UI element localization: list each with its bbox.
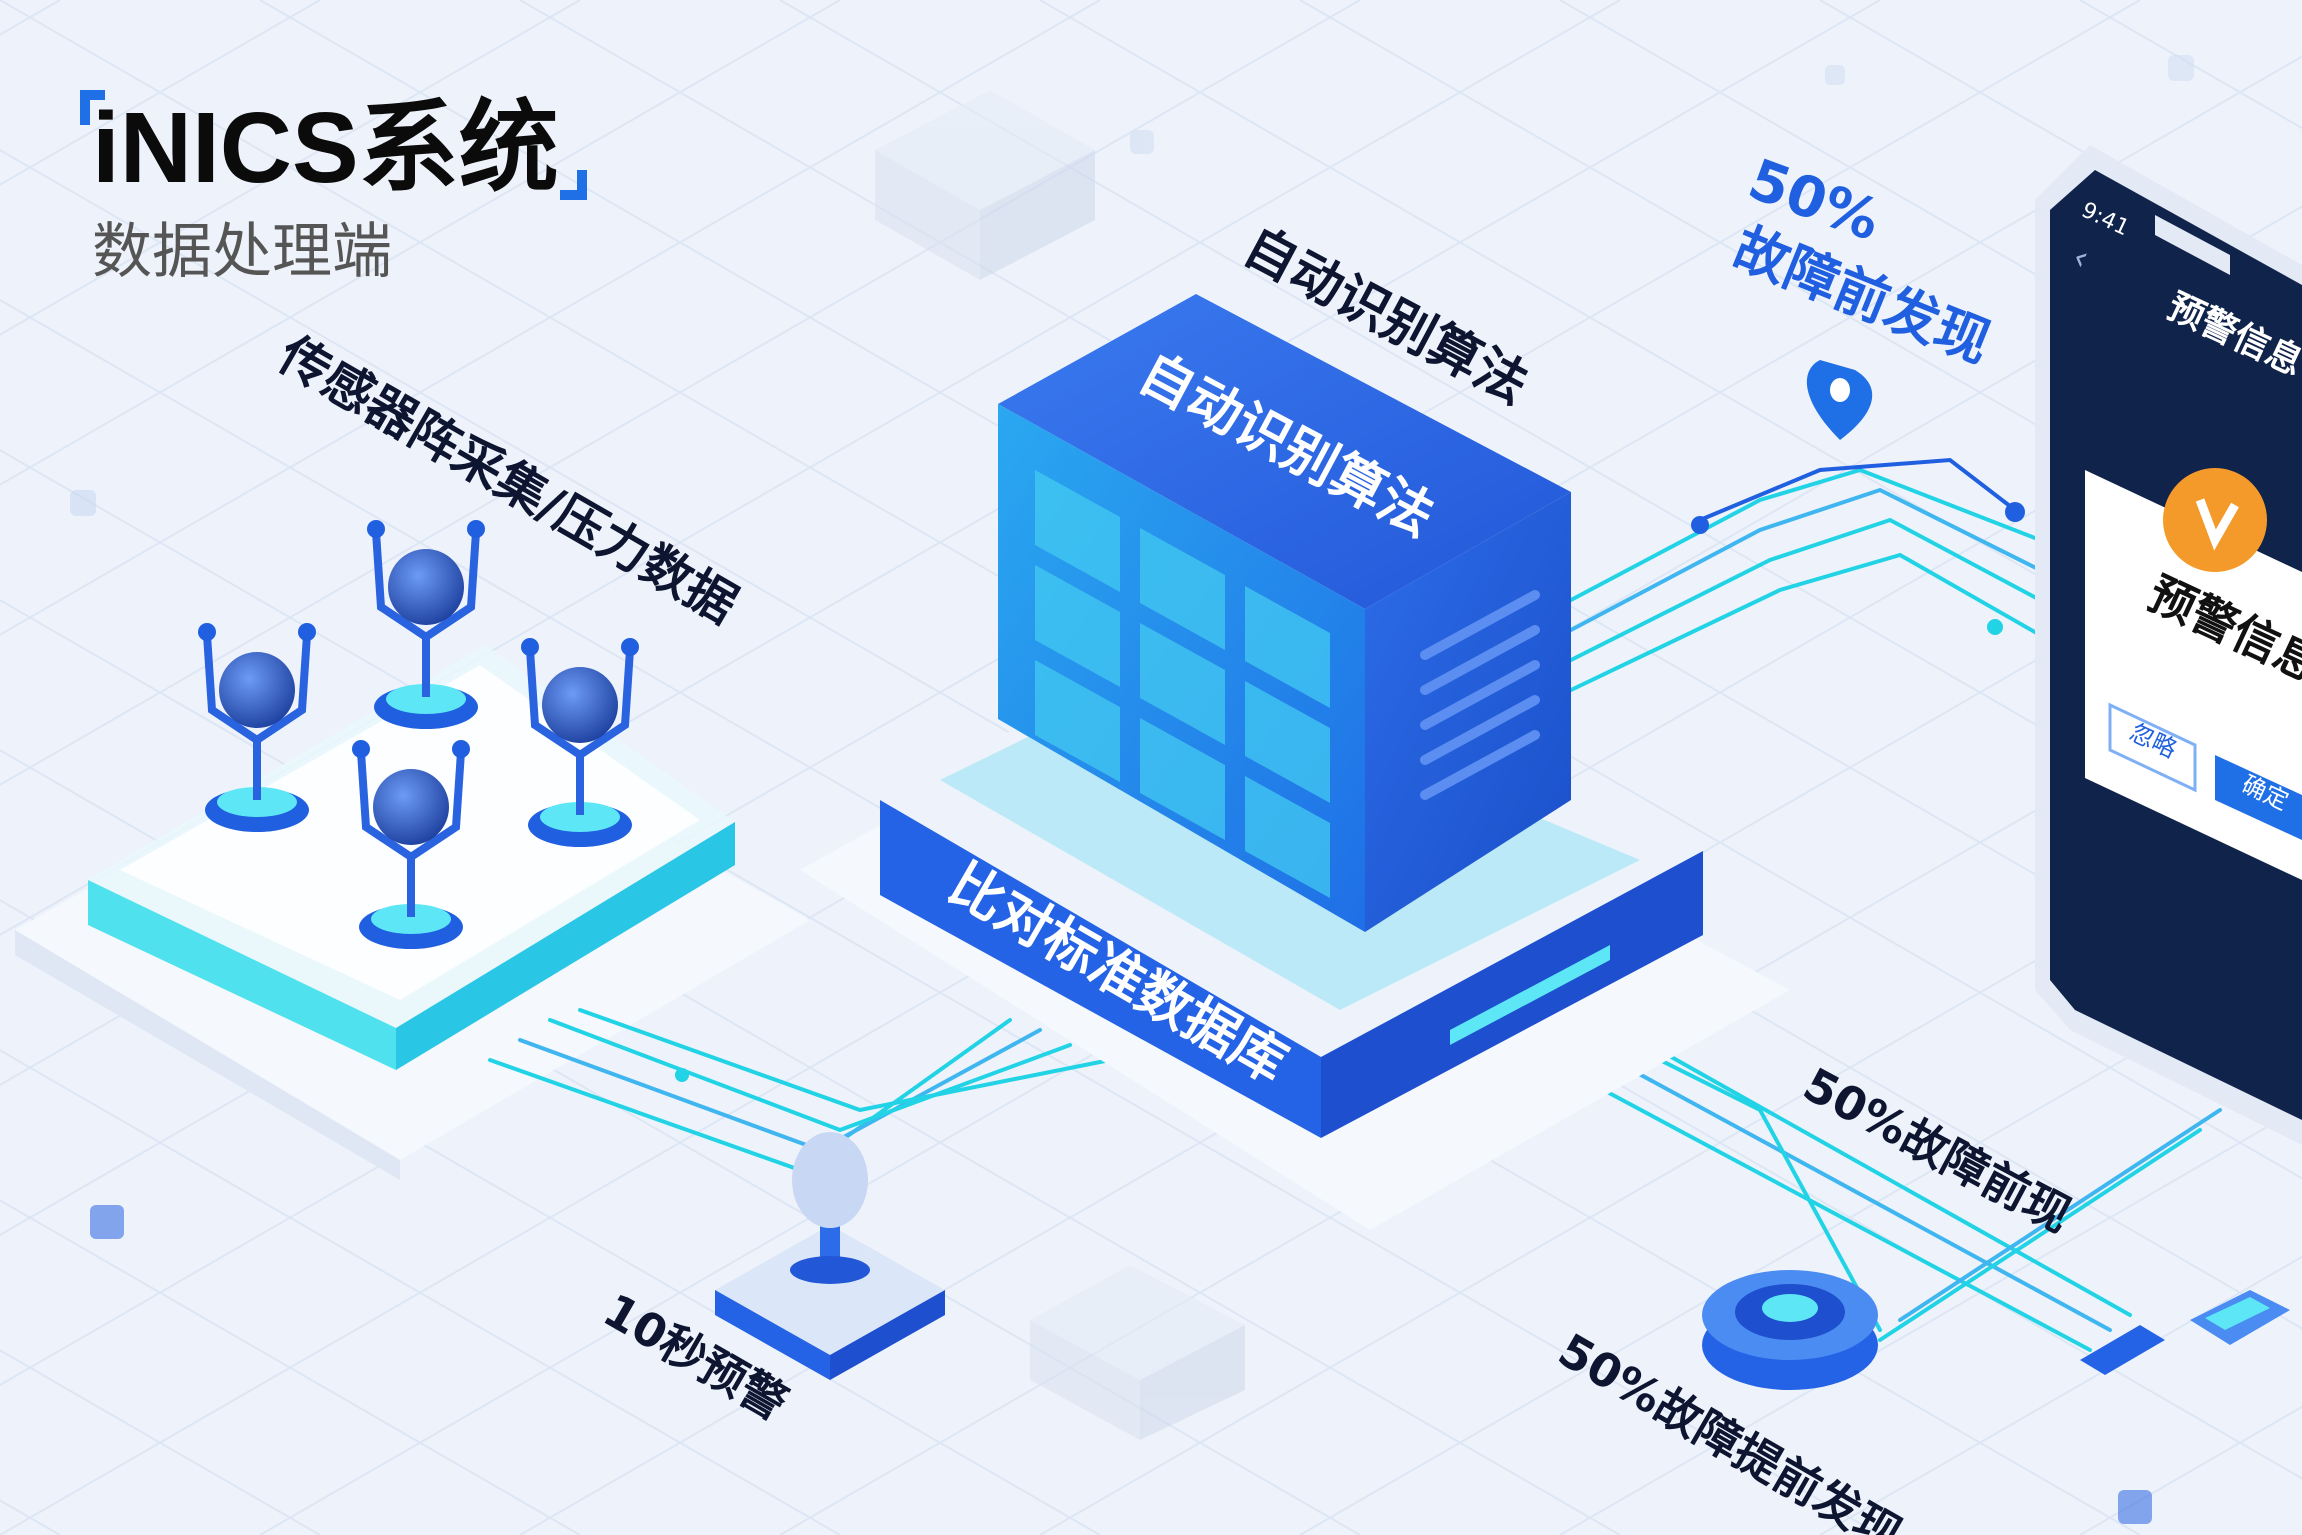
screen-tile (1035, 565, 1120, 687)
ignore-button (2108, 702, 2197, 793)
grid-line (0, 0, 1361, 786)
screen-tile (1140, 623, 1225, 745)
grid-line (0, 0, 1101, 636)
warning-icon (2163, 468, 2267, 572)
mobile-phone (2035, 145, 2302, 1145)
grid-line (519, 505, 2302, 1535)
grid-line (0, 0, 841, 486)
decorative-blocks (70, 55, 2194, 1524)
screen-tile (1140, 718, 1225, 840)
location-pin-icon (1806, 360, 1873, 440)
page-subtitle: 数据处理端 (92, 217, 392, 287)
grid-line (0, 0, 581, 336)
joystick-device (715, 1132, 945, 1380)
grid-line (0, 0, 2141, 1237)
sensor-unit (352, 740, 470, 949)
algorithm-box (998, 294, 1571, 932)
sensor-unit (367, 520, 485, 729)
title-brackets (80, 90, 587, 200)
grid-line (1559, 0, 2302, 430)
alarm-device (1702, 1270, 1878, 1390)
sensor-node (2080, 1290, 2290, 1375)
grid-line (0, 899, 1101, 1535)
screen-tile (1035, 660, 1120, 782)
grid-line (1039, 805, 2302, 1535)
grid-line (1039, 0, 2302, 730)
grid-line (0, 1049, 841, 1535)
screen-tile (1035, 470, 1120, 592)
screen-tile (1245, 586, 1330, 708)
sensor-unit (521, 638, 639, 847)
page-title: iNICS系统 (92, 92, 559, 204)
screen-tile (1245, 776, 1330, 898)
sensor-unit (198, 623, 316, 832)
screen-tile (1245, 681, 1330, 803)
grid-line (0, 1199, 581, 1535)
grid-line (1559, 1105, 2302, 1535)
grid-line (1299, 0, 2302, 580)
sensor-array (198, 520, 639, 949)
grid-line (259, 355, 2302, 1535)
confirm-button (2215, 755, 2302, 840)
grid-line (1819, 1255, 2302, 1535)
screen-tile (1140, 528, 1225, 650)
